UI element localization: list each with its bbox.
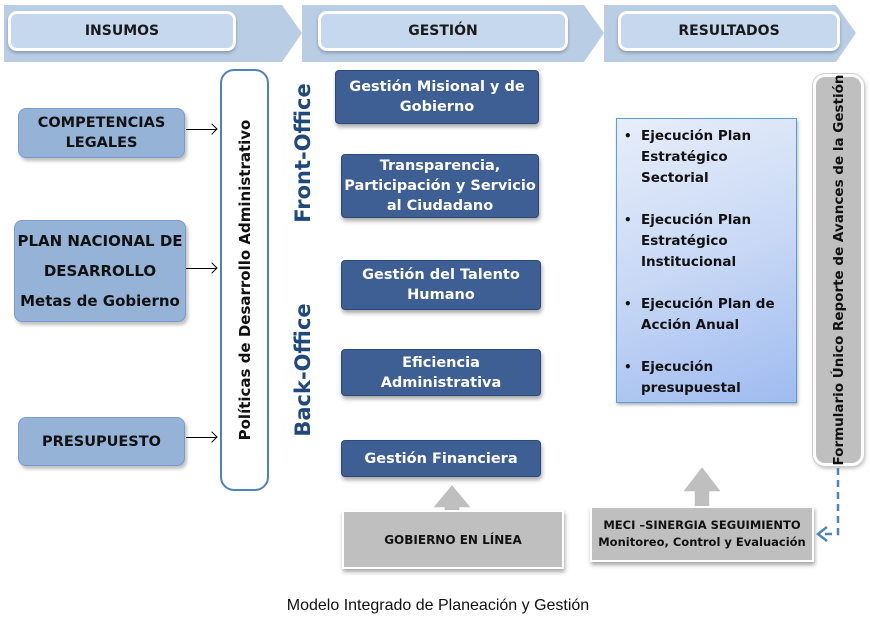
formulario-unico-box: Formulario Único Reporte de Avances de l… xyxy=(813,74,864,466)
stage-gestion: GESTIÓN xyxy=(318,11,568,51)
meci-line2: Monitoreo, Control y Evaluación xyxy=(598,535,806,549)
meci-line1: MECI –SINERGIA SEGUIMIENTO xyxy=(603,518,801,532)
politicas-desarrollo-box: Políticas de Desarrollo Administrativo xyxy=(220,69,269,491)
input-line: Metas de Gobierno xyxy=(20,292,180,310)
politicas-label: Políticas de Desarrollo Administrativo xyxy=(235,119,254,441)
formulario-label: Formulario Único Reporte de Avances de l… xyxy=(830,74,847,466)
gestion-label: Gestión Misional y de Gobierno xyxy=(349,79,525,115)
gestion-label: Eficiencia Administrativa xyxy=(380,354,502,391)
talento-humano-box: Gestión del Talento Humano xyxy=(341,260,541,310)
gestion-label: Gestión del Talento Humano xyxy=(362,267,520,303)
eficiencia-administrativa-box: Eficiencia Administrativa xyxy=(341,349,541,396)
resultados-list: Ejecución Plan Estratégico Sectorial Eje… xyxy=(617,126,796,399)
arrow-right-icon xyxy=(186,437,216,438)
front-office-label: Front-Office xyxy=(288,82,318,223)
resultados-box: Ejecución Plan Estratégico Sectorial Eje… xyxy=(616,118,797,403)
stage-resultados: RESULTADOS xyxy=(618,11,840,51)
input-line: PRESUPUESTO xyxy=(42,433,161,450)
arrow-right-icon xyxy=(186,129,216,130)
dashed-connector xyxy=(815,468,840,542)
transparencia-box: Transparencia, Participación y Servicio … xyxy=(341,154,539,218)
back-office-text: Back-Office xyxy=(291,303,315,437)
up-arrow-icon xyxy=(430,482,474,520)
gestion-label: Gestión Financiera xyxy=(364,450,518,467)
gestion-label: Transparencia, Participación y Servicio … xyxy=(344,158,536,214)
arrow-left-icon xyxy=(815,526,828,542)
input-line: LEGALES xyxy=(65,135,138,151)
stage-label: INSUMOS xyxy=(84,23,160,39)
meci-sinergia-box: MECI –SINERGIA SEGUIMIENTO Monitoreo, Co… xyxy=(590,506,814,562)
front-office-text: Front-Office xyxy=(291,82,315,223)
input-competencias-legales: COMPETENCIAS LEGALES xyxy=(18,108,185,158)
up-arrow-icon xyxy=(680,464,724,510)
stage-insumos: INSUMOS xyxy=(8,11,236,51)
input-plan-nacional: PLAN NACIONAL DE DESARROLLO Metas de Gob… xyxy=(14,220,186,322)
resultado-item: Ejecución Plan Estratégico Sectorial xyxy=(624,126,796,189)
gobierno-en-linea-box: GOBIERNO EN LÍNEA xyxy=(342,510,564,569)
resultado-item: Ejecución Plan de Acción Anual xyxy=(624,294,796,336)
resultado-item: Ejecución Plan Estratégico Institucional xyxy=(624,210,796,273)
figure-caption: Modelo Integrado de Planeación y Gestión xyxy=(286,597,590,614)
arrow-right-icon xyxy=(186,268,216,269)
input-line: DESARROLLO xyxy=(43,262,157,280)
gestion-financiera-box: Gestión Financiera xyxy=(341,440,541,477)
stage-label: GESTIÓN xyxy=(408,23,478,39)
stage-label: RESULTADOS xyxy=(678,23,780,39)
gestion-misional-box: Gestión Misional y de Gobierno xyxy=(335,70,539,124)
resultado-item: Ejecución presupuestal xyxy=(624,357,796,399)
input-line: PLAN NACIONAL DE xyxy=(17,232,183,250)
back-office-label: Back-Office xyxy=(288,303,318,437)
input-presupuesto: PRESUPUESTO xyxy=(18,417,185,466)
input-line: COMPETENCIAS xyxy=(37,115,166,131)
gobierno-en-linea-label: GOBIERNO EN LÍNEA xyxy=(384,532,522,547)
